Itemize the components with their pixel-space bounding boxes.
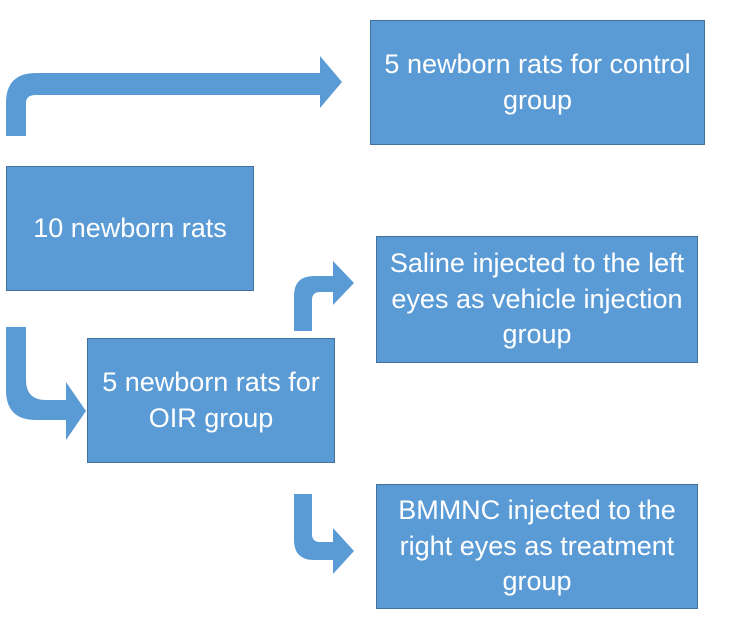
node-treatment-label: BMMNC injected to the right eyes as trea…	[398, 495, 676, 597]
arrow-oir-to-vehicle	[294, 261, 354, 331]
node-control-group: 5 newborn rats for control group	[370, 20, 705, 145]
node-vehicle-injection-group: Saline injected to the left eyes as vehi…	[376, 236, 698, 363]
arrow-oir-to-treatment	[294, 494, 354, 574]
arrow-root-to-oir	[6, 327, 86, 440]
arrow-root-to-control	[6, 56, 342, 136]
node-oir-label: 5 newborn rats for OIR group	[102, 366, 320, 433]
node-root-newborn-rats: 10 newborn rats	[6, 166, 254, 291]
node-control-label: 5 newborn rats for control group	[384, 48, 691, 115]
node-root-label: 10 newborn rats	[33, 212, 227, 243]
node-vehicle-label: Saline injected to the left eyes as vehi…	[389, 248, 685, 350]
node-oir-group: 5 newborn rats for OIR group	[87, 338, 335, 463]
node-treatment-group: BMMNC injected to the right eyes as trea…	[376, 484, 698, 609]
